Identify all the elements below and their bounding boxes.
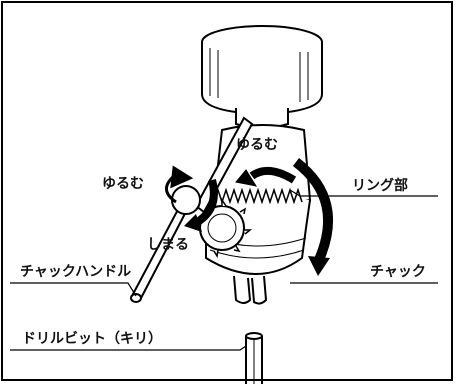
label-tighten: しまる	[147, 237, 189, 253]
chuck-jaws	[233, 275, 268, 305]
ring-rotation-arrow	[292, 158, 333, 276]
label-loosen-top: ゆるむ	[236, 137, 278, 153]
ring-gear-teeth	[213, 187, 303, 205]
label-chuck: チャック	[370, 264, 426, 280]
leader-lines	[10, 189, 438, 351]
tighten-arrow	[184, 178, 218, 232]
label-loosen-left: ゆるむ	[102, 176, 144, 192]
drill-bit	[245, 332, 263, 384]
motor-housing	[201, 25, 323, 116]
label-ring: リング部	[352, 177, 408, 194]
label-chuck-handle: チャックハンドル	[20, 264, 131, 280]
loosen-arrow-top	[235, 166, 297, 187]
loosen-arrow-left	[165, 165, 194, 204]
label-drill-bit: ドリルビット（キリ）	[22, 331, 162, 347]
